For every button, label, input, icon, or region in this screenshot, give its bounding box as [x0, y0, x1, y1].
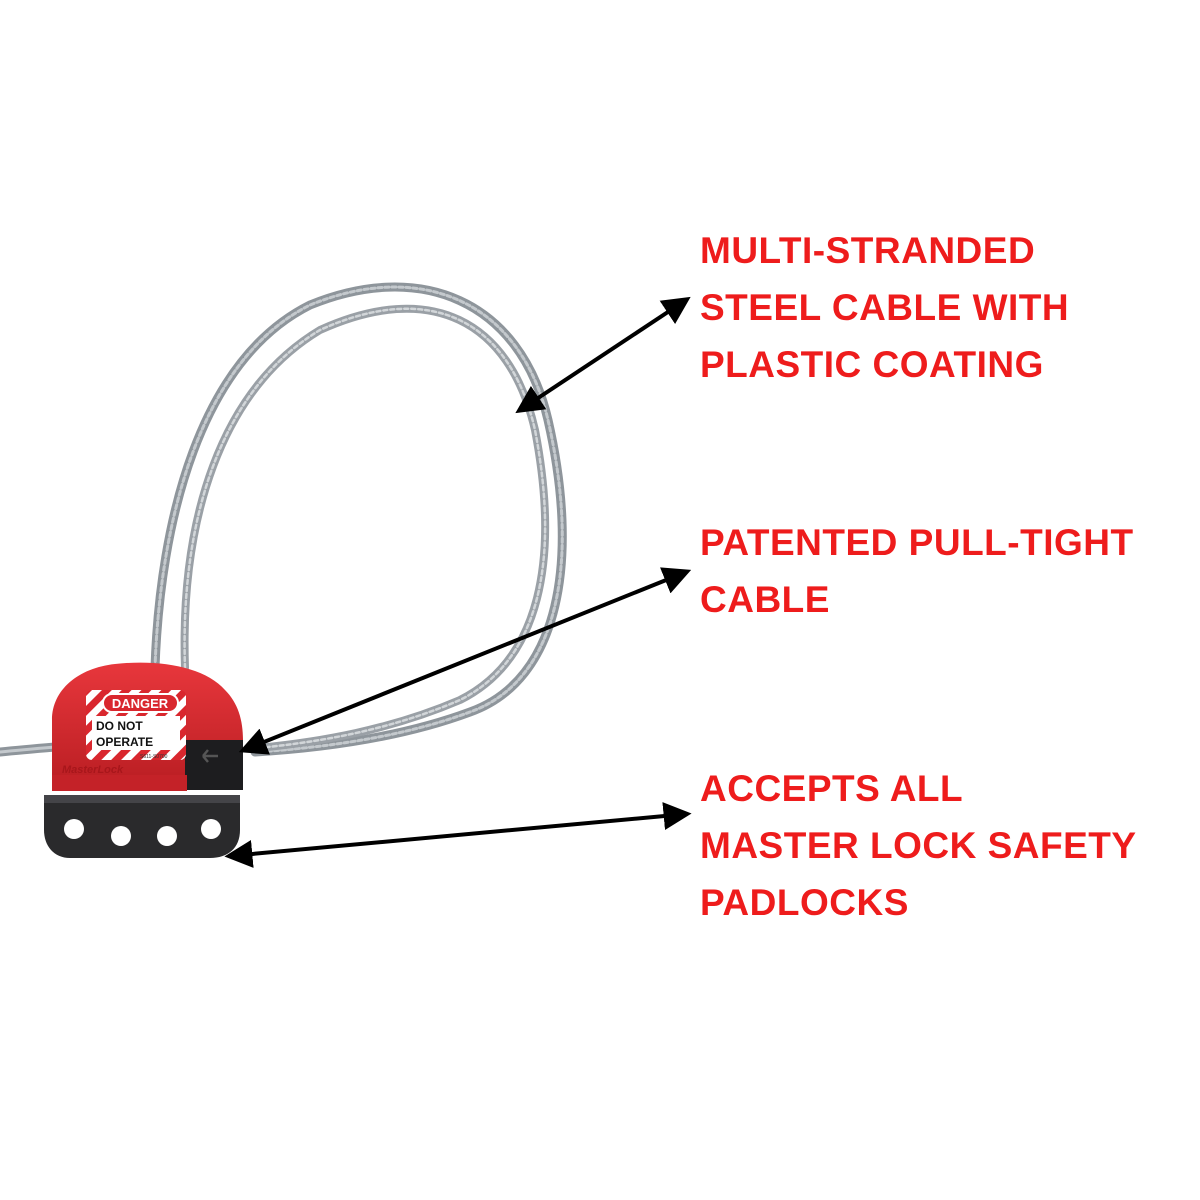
part-number: S611-S0700: [140, 754, 168, 760]
callout-arrows: [224, 296, 692, 868]
pull-direction-arrow-icon: [202, 749, 218, 763]
device-base: [44, 795, 240, 858]
callout-line: CABLE: [700, 579, 830, 620]
arrow-cable: [515, 296, 691, 414]
callout-accepts-padlocks: ACCEPTS ALL MASTER LOCK SAFETY PADLOCKS: [700, 760, 1137, 931]
padlock-hole-icon: [64, 819, 221, 846]
callout-line: ACCEPTS ALL: [700, 768, 964, 809]
callout-pull-tight-cable: PATENTED PULL-TIGHT CABLE: [700, 514, 1134, 628]
callout-line: MASTER LOCK SAFETY: [700, 825, 1137, 866]
callout-cable-coating: MULTI-STRANDED STEEL CABLE WITH PLASTIC …: [700, 222, 1069, 393]
danger-banner: DANGER: [112, 696, 169, 711]
callout-line: PATENTED PULL-TIGHT: [700, 522, 1134, 563]
danger-tag: DANGER DO NOT OPERATE S611-S0700: [86, 690, 186, 760]
callout-line: MULTI-STRANDED: [700, 230, 1036, 271]
arrow-padlocks: [224, 802, 692, 868]
callout-line: STEEL CABLE WITH: [700, 287, 1070, 328]
callout-line: PADLOCKS: [700, 882, 909, 923]
tag-line-1: DO NOT: [96, 719, 143, 733]
arrow-pull-tight: [238, 567, 692, 755]
tag-line-2: OPERATE: [96, 735, 153, 749]
callout-line: PLASTIC COATING: [700, 344, 1044, 385]
cable-lockout-device: DANGER DO NOT OPERATE S611-S0700 MasterL…: [44, 662, 243, 858]
brand-logo: MasterLock: [62, 764, 124, 776]
